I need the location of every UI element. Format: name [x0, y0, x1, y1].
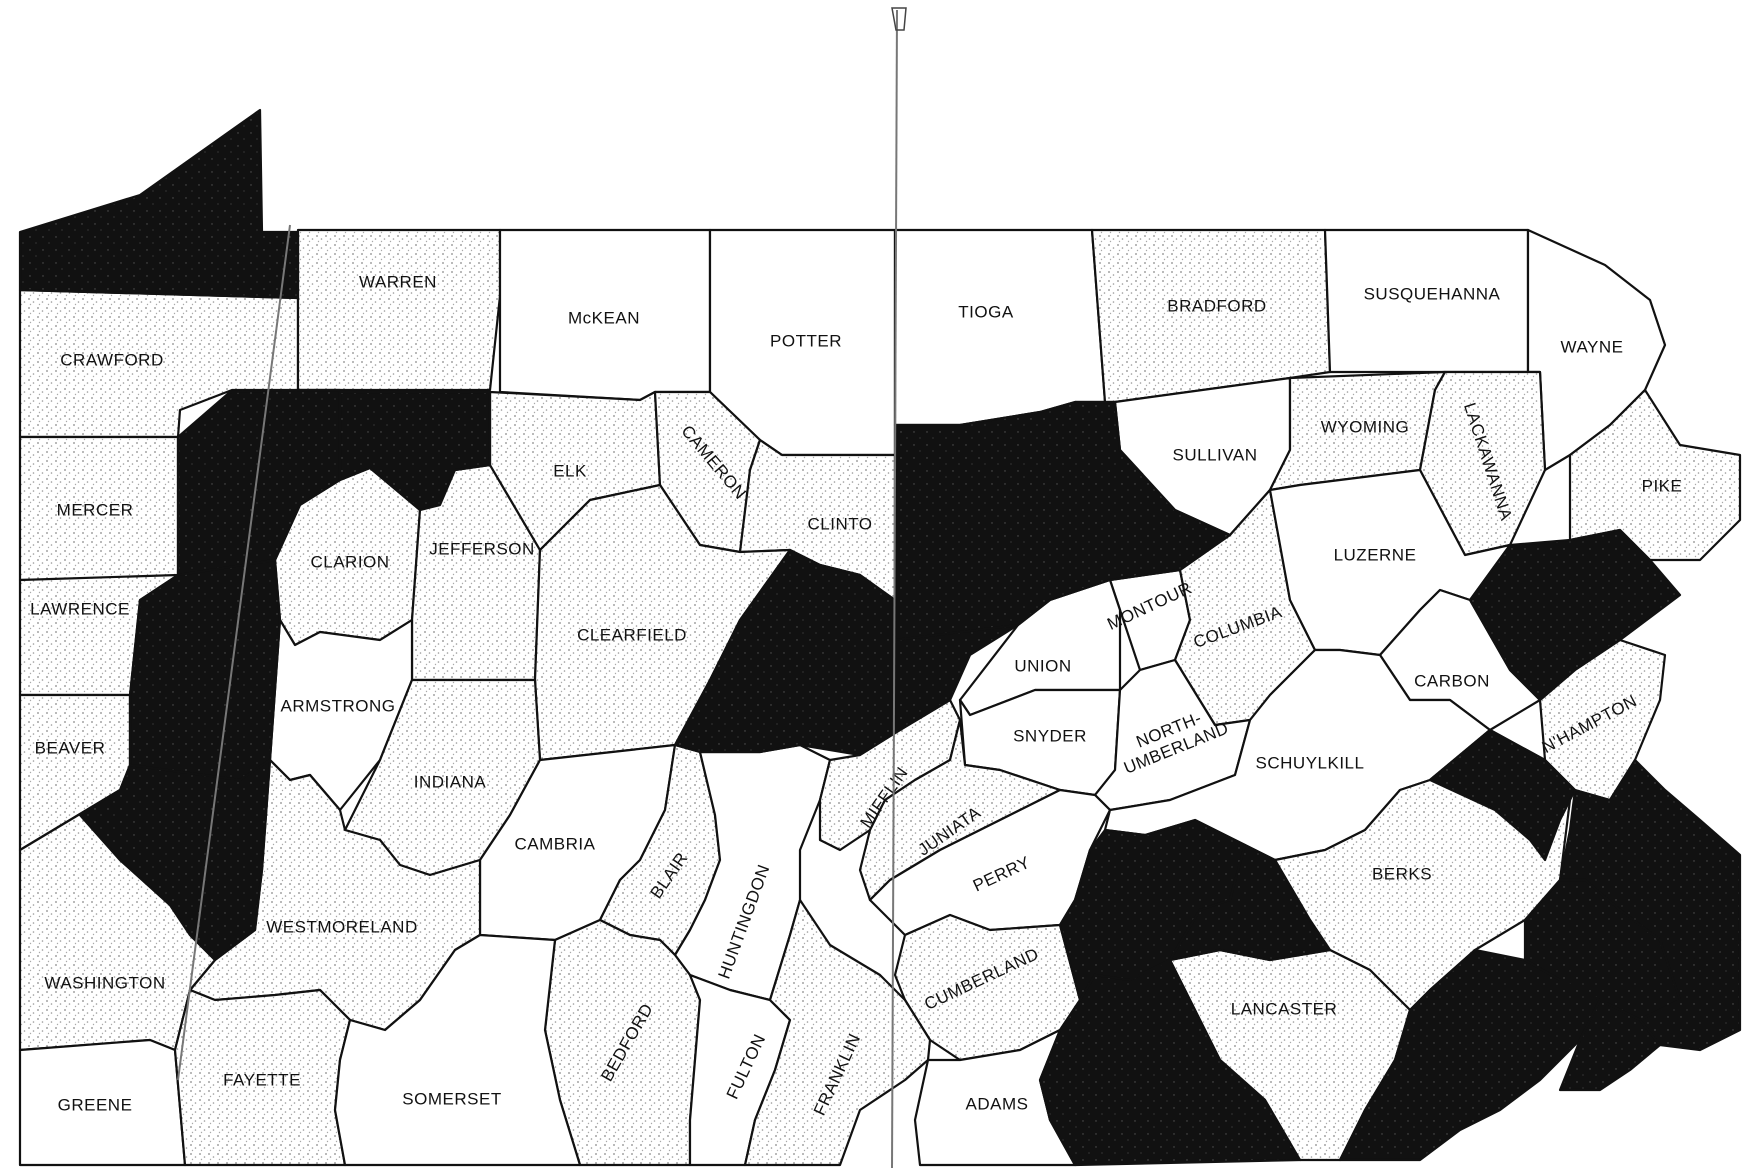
county-label-susquehanna: SUSQUEHANNA [1364, 284, 1501, 303]
county-label-wyoming: WYOMING [1321, 417, 1410, 436]
center-fold-line [891, 9, 898, 1169]
diagonal-crease-line [177, 224, 291, 1081]
county-label-washington: WASHINGTON [44, 973, 165, 992]
county-label-union: UNION [1014, 656, 1071, 675]
binder-clip [891, 7, 907, 31]
county-warren [296, 228, 502, 392]
county-forest [338, 390, 492, 512]
county-label-mercer: MERCER [57, 500, 134, 519]
county-label-clarion: CLARION [310, 552, 389, 571]
county-pike [1568, 388, 1742, 562]
county-philadelphia [1638, 938, 1742, 1052]
county-label-bradford: BRADFORD [1167, 296, 1266, 315]
county-label-somerset: SOMERSET [402, 1089, 501, 1108]
county-lebanon [1168, 843, 1332, 962]
county-label-adams: ADAMS [966, 1094, 1029, 1113]
county-label-lawrence: LAWRENCE [30, 599, 130, 618]
county-centre [673, 548, 1020, 757]
county-label-berks: BERKS [1372, 864, 1432, 883]
county-label-mckean: McKEAN [568, 308, 640, 327]
counties-layer [18, 108, 1742, 1167]
county-label-clearfield: CLEARFIELD [577, 625, 687, 644]
county-label-elk: ELK [553, 461, 587, 480]
county-label-beaver: BEAVER [35, 738, 106, 757]
county-allegheny [78, 758, 272, 962]
county-label-armstrong: ARMSTRONG [281, 696, 396, 715]
county-lycoming [893, 400, 1232, 642]
county-label-fayette: FAYETTE [223, 1070, 301, 1089]
county-bradford [1090, 228, 1332, 404]
county-label-pike: PIKE [1642, 476, 1683, 495]
county-label-indiana: INDIANA [414, 772, 487, 791]
county-label-tioga: TIOGA [958, 302, 1014, 321]
county-label-luzerne: LUZERNE [1334, 545, 1417, 564]
county-label-wayne: WAYNE [1561, 337, 1624, 356]
county-erie [18, 108, 300, 300]
county-label-lancaster: LANCASTER [1231, 999, 1338, 1018]
county-chester [1338, 948, 1602, 1162]
county-label-snyder: SNYDER [1013, 726, 1087, 745]
county-label-sullivan: SULLIVAN [1173, 445, 1258, 464]
county-somerset [333, 933, 582, 1167]
county-label-greene: GREENE [58, 1095, 133, 1114]
county-tioga [893, 228, 1107, 427]
county-label-jefferson: JEFFERSON [429, 539, 535, 558]
county-label-crawford: CRAWFORD [60, 350, 163, 369]
county-delaware [1558, 998, 1662, 1092]
county-label-potter: POTTER [770, 331, 842, 350]
county-butler [128, 558, 282, 782]
county-label-cambria: CAMBRIA [515, 834, 596, 853]
county-label-schuylkill: SCHUYLKILL [1256, 753, 1365, 772]
county-york [1038, 958, 1302, 1167]
county-label-warren: WARREN [359, 272, 437, 291]
county-label-carbon: CARBON [1414, 671, 1490, 690]
county-label-clinton: CLINTO [807, 514, 872, 533]
county-monroe [1468, 528, 1682, 702]
county-lehigh [1428, 728, 1577, 862]
county-label-westmoreland: WESTMORELAND [266, 917, 417, 936]
